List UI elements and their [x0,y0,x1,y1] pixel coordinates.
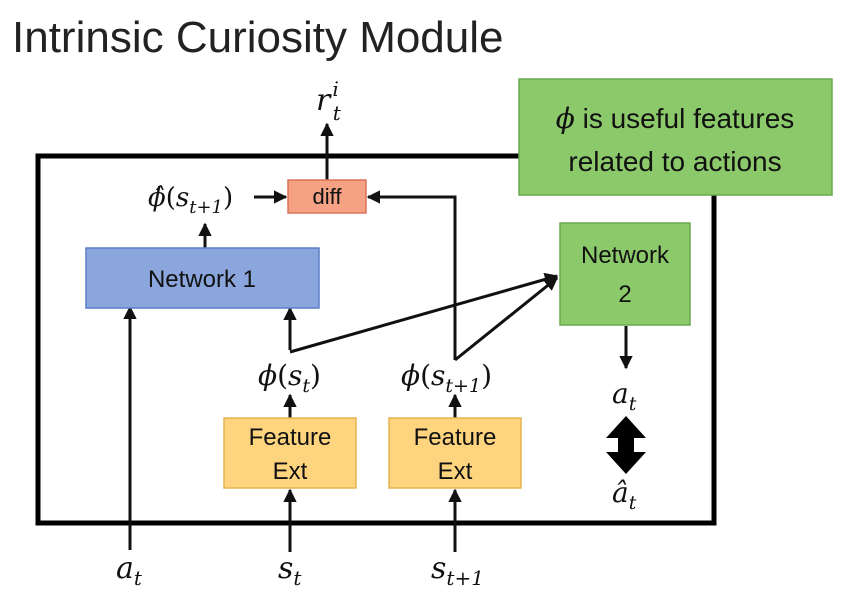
network2-label-line2: 2 [618,281,631,308]
s-symbol: s [176,183,189,213]
subscript: t+1 [445,375,481,397]
phi-st-label: ϕ(st) [258,359,321,397]
a-symbol: a [116,551,134,586]
a-symbol: a [612,377,629,410]
arrow-phi-st1-to-network2 [454,276,559,362]
s-symbol: s [431,551,446,586]
network2-box [559,222,691,326]
network1-box [85,247,320,309]
feature-ext-box-st1 [388,417,522,489]
note-line2: related to actions [568,146,781,177]
phi-symbol: ϕ [401,359,420,392]
subscript: t+1 [446,566,484,590]
arrow-phi-st-to-network2 [289,272,559,354]
feature-ext-box-st [223,417,357,489]
feature-ext-st-line2: Ext [273,458,308,485]
subscript: t+1 [189,197,223,218]
rparen: ) [310,359,321,392]
lparen: ( [420,359,431,392]
subscript: t [629,393,637,415]
diff-box [287,179,367,214]
note-box [518,78,833,196]
diff-label: diff [313,184,343,209]
phi-st1-label: ϕ(st+1) [401,359,492,397]
rparen: ) [481,359,492,392]
s-symbol: s [431,359,445,392]
subscript: t [629,492,637,514]
input-st-label: st [278,551,302,590]
reward-sup: i [332,77,338,101]
feature-ext-st-line1: Feature [249,424,332,451]
network1-label: Network 1 [148,266,256,293]
network2-label-line1: Network [581,242,670,269]
feature-ext-st1-line1: Feature [414,424,497,451]
s-symbol: s [278,551,293,586]
a-hat-symbol: â [612,476,629,509]
reward-sub: t [333,101,342,125]
arrow-phi-st1-to-diff [366,190,457,360]
at-prediction-label: at [612,377,637,415]
rparen: ) [223,183,233,213]
s-symbol: s [288,359,302,392]
phi-hat-st1-label: ϕ̂(st+1) [148,183,233,218]
input-at-label: at [116,551,143,590]
note-line1-rest: is useful features [575,103,794,134]
phi-hat-symbol: ϕ̂ [148,183,166,213]
module-frame [35,153,717,526]
subscript: t [302,375,310,397]
subscript: t [134,566,143,590]
feature-ext-st1-line2: Ext [438,458,473,485]
subscript: t [293,566,302,590]
input-st1-label: st+1 [431,551,484,590]
lparen: ( [277,359,288,392]
at-hat-label: ât [612,476,637,514]
lparen: ( [166,183,176,213]
double-arrow-icon [606,416,646,474]
note-phi-symbol: ϕ [556,102,575,135]
reward-r: r [316,83,332,118]
slide-title: Intrinsic Curiosity Module [12,13,504,62]
note-line1: ϕ is useful features [556,102,795,135]
phi-symbol: ϕ [258,359,277,392]
